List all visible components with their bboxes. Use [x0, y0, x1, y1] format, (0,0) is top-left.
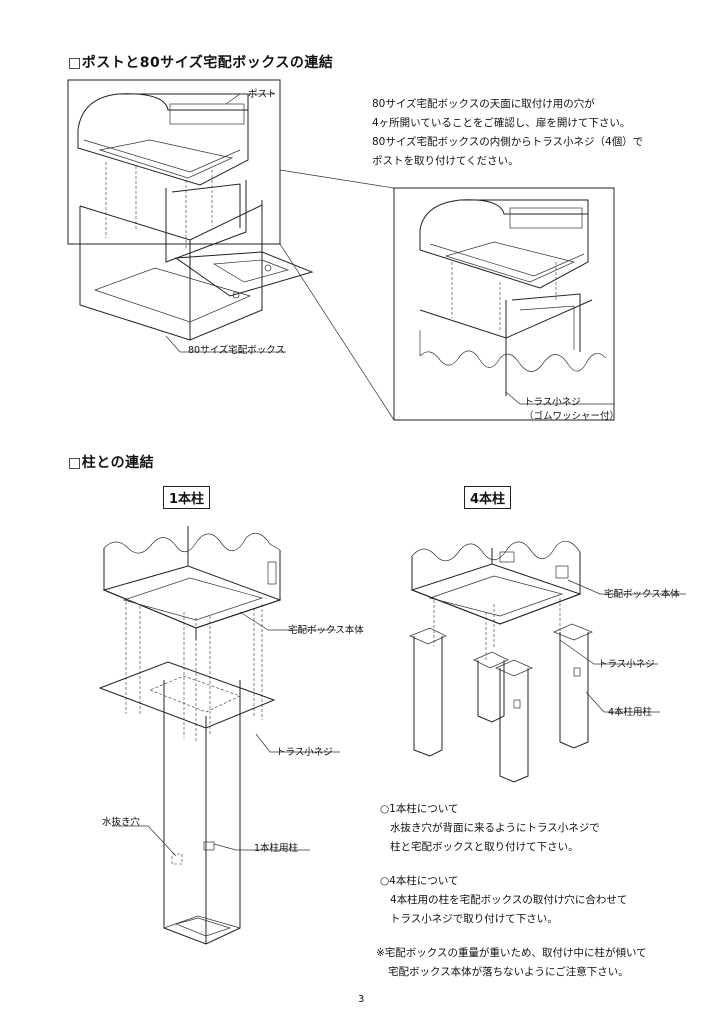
box80-label: 80サイズ宅配ボックス [188, 345, 286, 356]
four-post-figure [409, 540, 686, 783]
drain-hole-label: 水抜き穴 [102, 817, 141, 828]
post-and-box-figure [67, 79, 395, 421]
note-line: 水抜き穴が背面に来るようにトラス小ネジで [390, 822, 600, 834]
zoom-detail-frame [393, 187, 615, 421]
note-heading: ○1本柱について [380, 803, 459, 815]
one-post-figure [98, 526, 340, 945]
section1-instructions: 80サイズ宅配ボックスの天面に取付け用の穴が 4ヶ所開いていることをご確認し、扉… [372, 95, 702, 171]
post-label: ポスト [248, 89, 277, 100]
warning-note: ※宅配ボックスの重量が重いため、取付け中に柱が傾いて 宅配ボックス本体が落ちない… [376, 944, 716, 982]
four-post-note: ○4本柱について 4本柱用の柱を宅配ボックスの取付け穴に合わせて トラス小ネジで… [380, 872, 710, 929]
note-line: 柱と宅配ボックスと取り付けて下さい。 [390, 841, 579, 853]
note-line: トラス小ネジで取り付けて下さい。 [390, 913, 558, 925]
section1-title: □ポストと80サイズ宅配ボックスの連結 [68, 55, 334, 71]
warning-line: ※宅配ボックスの重量が重いため、取付け中に柱が傾いて [376, 947, 647, 959]
instruction-line: 80サイズ宅配ボックスの天面に取付け用の穴が [372, 98, 595, 110]
screw-label-zoom: トラス小ネジ [524, 397, 581, 408]
section2-title: □柱との連結 [68, 455, 155, 471]
box-body-label-right: 宅配ボックス本体 [604, 589, 680, 600]
warning-line: 宅配ボックス本体が落ちないようにご注意下さい。 [388, 966, 629, 978]
note-heading: ○4本柱について [380, 875, 459, 887]
box-body-label-left: 宅配ボックス本体 [288, 625, 364, 636]
four-post-title: 4本柱 [464, 486, 512, 509]
screw-label-left: トラス小ネジ [276, 747, 333, 758]
washer-label: （ゴムワッシャー付） [524, 411, 620, 422]
note-line: 4本柱用の柱を宅配ボックスの取付け穴に合わせて [390, 894, 628, 906]
one-post-column-label: 1本柱用柱 [254, 843, 299, 854]
one-post-title: 1本柱 [163, 486, 211, 509]
page-number: 3 [358, 994, 365, 1005]
instruction-line: ポストを取り付けてください。 [372, 155, 519, 167]
instruction-line: 80サイズ宅配ボックスの内側からトラス小ネジ（4個）で [372, 136, 644, 148]
one-post-note: ○1本柱について 水抜き穴が背面に来るようにトラス小ネジで 柱と宅配ボックスと取… [380, 800, 710, 857]
zoom-detail-figure [393, 187, 615, 421]
instruction-line: 4ヶ所開いていることをご確認し、扉を開けて下さい。 [372, 117, 631, 129]
zoom-source-frame [67, 79, 281, 245]
four-post-column-label: 4本柱用柱 [608, 707, 653, 718]
screw-label-right: トラス小ネジ [598, 659, 655, 670]
